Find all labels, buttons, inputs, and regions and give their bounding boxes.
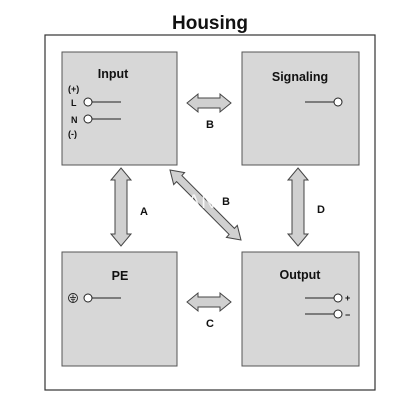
input-terminal-l-circle: [83, 97, 93, 107]
arrow-b-label: B: [206, 119, 214, 131]
output-block-label: Output: [280, 268, 322, 282]
arrow-b: [186, 92, 232, 114]
output-block: Output + −: [241, 251, 360, 367]
input-terminal-n-circle: [83, 114, 93, 124]
pe-block-label: PE: [112, 269, 129, 283]
signaling-block: Signaling: [241, 51, 360, 166]
input-block-label: Input: [98, 67, 129, 81]
pe-block-box: [61, 251, 178, 367]
output-terminal-plus-label: +: [345, 293, 350, 303]
arrow-a: [109, 167, 133, 247]
pe-block: PE: [61, 251, 178, 367]
pe-terminal-circle: [83, 293, 93, 303]
input-terminal-plus-label: (+): [68, 84, 79, 94]
input-terminal-n-label: N: [71, 115, 78, 125]
watermark: AVANTEC: [163, 192, 257, 213]
signaling-block-label: Signaling: [272, 70, 328, 84]
output-terminal-minus-circle: [333, 309, 343, 319]
input-terminal-minus-label: (-): [68, 129, 77, 139]
arrow-d: [286, 167, 310, 247]
output-terminal-plus-circle: [333, 293, 343, 303]
arrow-a-label: A: [140, 206, 148, 218]
signaling-block-box: [241, 51, 360, 166]
arrow-diagonal-label: B: [222, 196, 230, 208]
signaling-terminal-circle: [333, 97, 343, 107]
arrow-c-label: C: [206, 318, 214, 330]
output-block-box: [241, 251, 360, 367]
input-terminal-l-label: L: [71, 98, 77, 108]
input-block-box: [61, 51, 178, 166]
arrow-diagonal: [169, 169, 242, 241]
input-block: Input (+) L N (-): [61, 51, 178, 166]
housing-title: Housing: [172, 13, 248, 34]
arrow-c: [186, 291, 232, 313]
output-terminal-minus-label: −: [345, 310, 350, 320]
ground-icon: [68, 293, 78, 303]
arrow-d-label: D: [317, 204, 325, 216]
